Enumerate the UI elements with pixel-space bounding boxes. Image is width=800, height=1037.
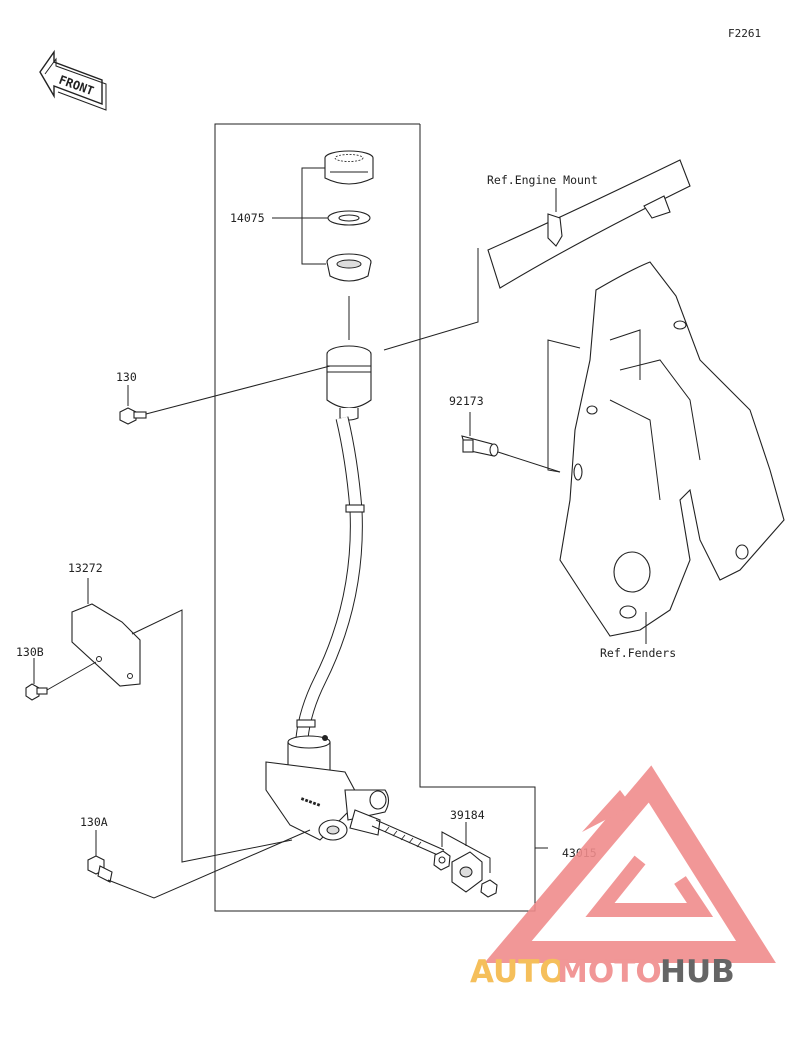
diagram-code: F2261: [728, 27, 761, 40]
callout-130B: 130B: [16, 645, 44, 659]
engine-mount-reference: [383, 159, 691, 351]
clamp-92173: [461, 412, 561, 473]
master-cylinder: ▪▪▪▪▪: [265, 735, 390, 841]
watermark-part3: HUB: [660, 954, 735, 990]
ref-engine-mount-label: Ref.Engine Mount: [487, 173, 598, 187]
callout-39184: 39184: [450, 808, 485, 822]
watermark-logo: AUTO MOTO HUB: [470, 765, 776, 990]
clevis-39184: [441, 822, 498, 898]
watermark-part2: MOTO: [557, 954, 662, 990]
bolt-130B: [25, 658, 97, 701]
callout-130: 130: [116, 370, 137, 384]
bracket-14075: [272, 167, 330, 265]
guard-13272: [71, 578, 293, 863]
reservoir-hose: [295, 416, 365, 739]
push-rod: [371, 819, 445, 857]
fender-reference: [547, 261, 785, 644]
front-arrow-icon: FRONT: [39, 49, 107, 111]
watermark-part1: AUTO: [470, 954, 566, 990]
reservoir-diaphragm: [326, 253, 372, 282]
fluid-reservoir: [326, 345, 372, 421]
ref-fenders-label: Ref.Fenders: [600, 646, 676, 660]
callout-13272: 13272: [68, 561, 103, 575]
bolt-130: [119, 365, 331, 425]
push-rod-nut: [433, 850, 451, 871]
callout-130A: 130A: [80, 815, 108, 829]
bolt-130A: [87, 829, 311, 899]
assembly-bracket-43015: [214, 123, 548, 912]
reservoir-cap: [324, 150, 374, 185]
reservoir-plate: [327, 210, 371, 226]
callout-14075: 14075: [230, 211, 265, 225]
callout-92173: 92173: [449, 394, 484, 408]
